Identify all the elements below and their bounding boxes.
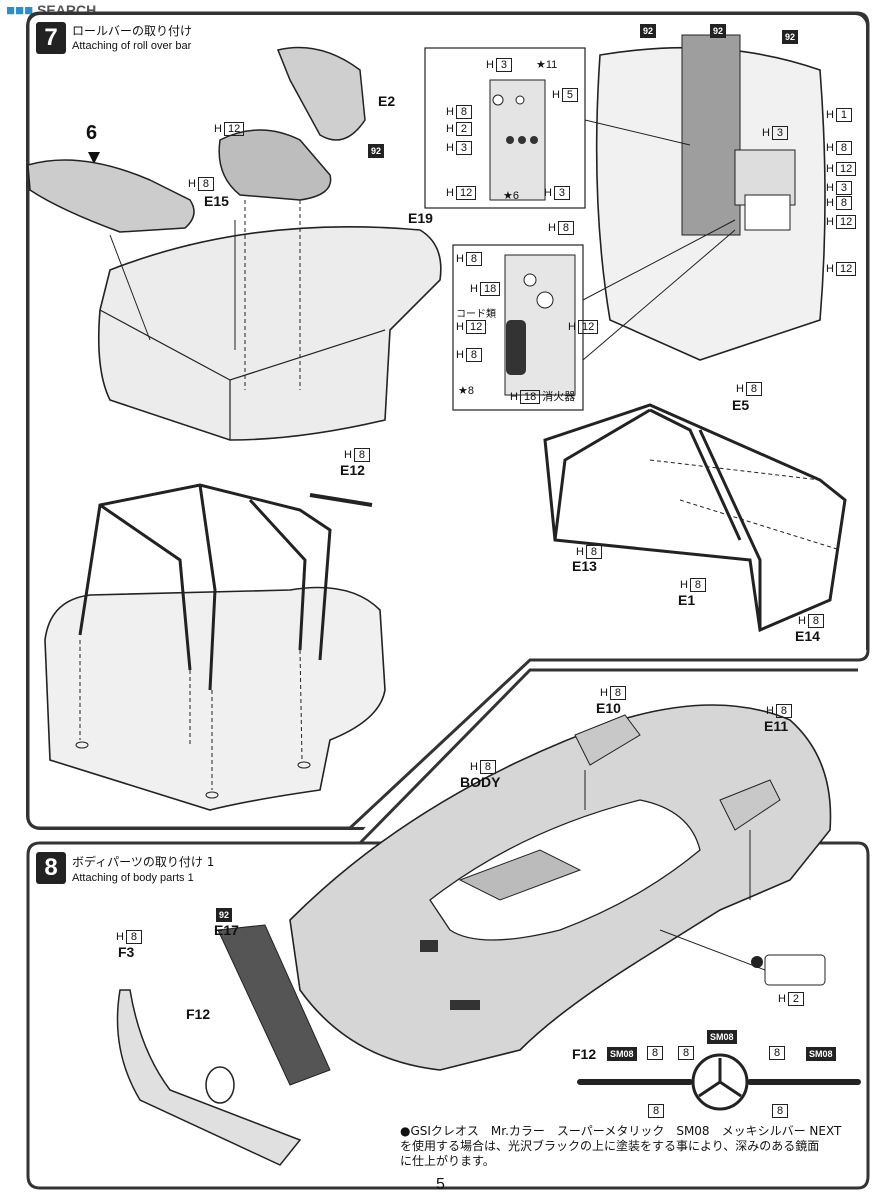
cockpit-92-center: 92 xyxy=(710,24,727,38)
page-number: 5 xyxy=(436,1176,445,1193)
step7-title-jp: ロールバーの取り付け xyxy=(72,24,193,38)
step7-number: 7 xyxy=(36,22,66,54)
step7-title-en: Attaching of roll over bar xyxy=(72,40,192,52)
inset2-star8: ★8 xyxy=(458,385,474,397)
ref-step-6: 6 xyxy=(86,122,98,144)
part-f3: F3 xyxy=(118,944,135,960)
color-8-right: 8 xyxy=(767,1046,785,1060)
sm08-right: SM08 xyxy=(806,1047,836,1061)
part-f12-detail: F12 xyxy=(572,1046,597,1062)
step8-title-en: Attaching of body parts 1 xyxy=(72,872,194,884)
paint-note-line2: を使用する場合は、光沢ブラックの上に塗装をする事により、深みのある鏡面 xyxy=(400,1139,820,1153)
cockpit-92-left: 92 xyxy=(640,24,657,38)
part-f12-front: F12 xyxy=(186,1006,211,1022)
step8-title-jp: ボディパーツの取り付け 1 xyxy=(72,855,215,869)
watermark-logo-icon: ■■■ xyxy=(6,2,34,19)
color-8-left: 8 xyxy=(645,1046,663,1060)
color-8-bottom-right: 8 xyxy=(770,1104,788,1118)
color-92-e17: 92 xyxy=(216,908,233,922)
sm08-center: SM08 xyxy=(707,1030,737,1044)
part-e12: E12 xyxy=(340,462,365,478)
cockpit-92-right: 92 xyxy=(782,30,799,44)
part-e13: E13 xyxy=(572,558,597,574)
part-e1: E1 xyxy=(678,592,696,608)
part-e15: E15 xyxy=(204,193,229,209)
sm08-left: SM08 xyxy=(607,1047,637,1061)
color-8-bottom-left: 8 xyxy=(646,1104,664,1118)
step8-number: 8 xyxy=(36,852,66,884)
inset2-cord-label: コード類 xyxy=(456,309,496,320)
paint-note-line1: ●GSIクレオス Mr.カラー スーパーメタリック SM08 メッキシルバー N… xyxy=(400,1124,842,1138)
color-8-center: 8 xyxy=(676,1046,694,1060)
paint-note-line3: に仕上がります。 xyxy=(400,1154,495,1168)
part-e10: E10 xyxy=(596,700,621,716)
part-e5: E5 xyxy=(732,397,750,413)
part-e17: E17 xyxy=(214,922,239,938)
paint-note: ●GSIクレオス Mr.カラー スーパーメタリック SM08 メッキシルバー N… xyxy=(400,1124,841,1169)
inset-star11: ★11 xyxy=(536,59,558,71)
part-e11: E11 xyxy=(764,718,789,734)
inset-star6: ★6 xyxy=(503,190,519,202)
part-e14: E14 xyxy=(795,628,820,644)
part-body: BODY xyxy=(460,774,501,790)
part-e2: E2 xyxy=(378,93,396,109)
color-92-seat: 92 xyxy=(368,144,385,158)
part-e19: E19 xyxy=(408,210,433,226)
